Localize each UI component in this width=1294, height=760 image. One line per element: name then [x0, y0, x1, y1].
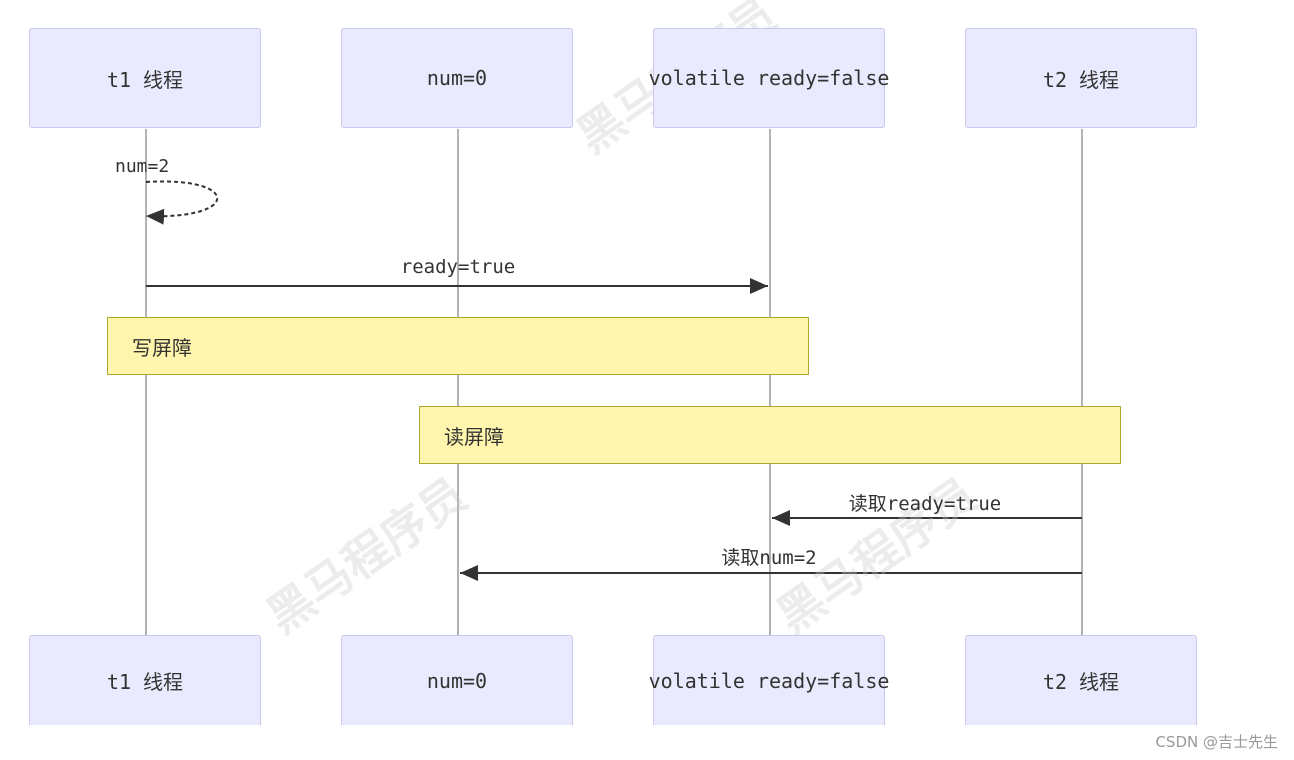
csdn-credit: CSDN @吉士先生 [1155, 733, 1278, 751]
actor-bottom-ready: volatile ready=false [649, 635, 889, 725]
actor-bottom-num: num=0 [341, 635, 573, 725]
actor-bottom-t2: t2 线程 [965, 635, 1197, 725]
actor-top-num: num=0 [341, 28, 573, 128]
actor-top-t1: t1 线程 [29, 28, 261, 128]
message-label-read-num: 读取num=2 [721, 547, 817, 569]
actor-bottom-t1: t1 线程 [29, 635, 261, 725]
note-read-barrier: 读屏障 [419, 406, 1121, 464]
actor-top-ready: volatile ready=false [649, 28, 889, 128]
note-write-barrier: 写屏障 [107, 317, 809, 375]
message-label-ready-true: ready=true [400, 256, 516, 278]
self-message-label: num=2 [115, 156, 170, 177]
self-message-arrow [145, 180, 219, 225]
actor-top-t2: t2 线程 [965, 28, 1197, 128]
message-label-read-ready: 读取ready=true [848, 493, 1002, 515]
